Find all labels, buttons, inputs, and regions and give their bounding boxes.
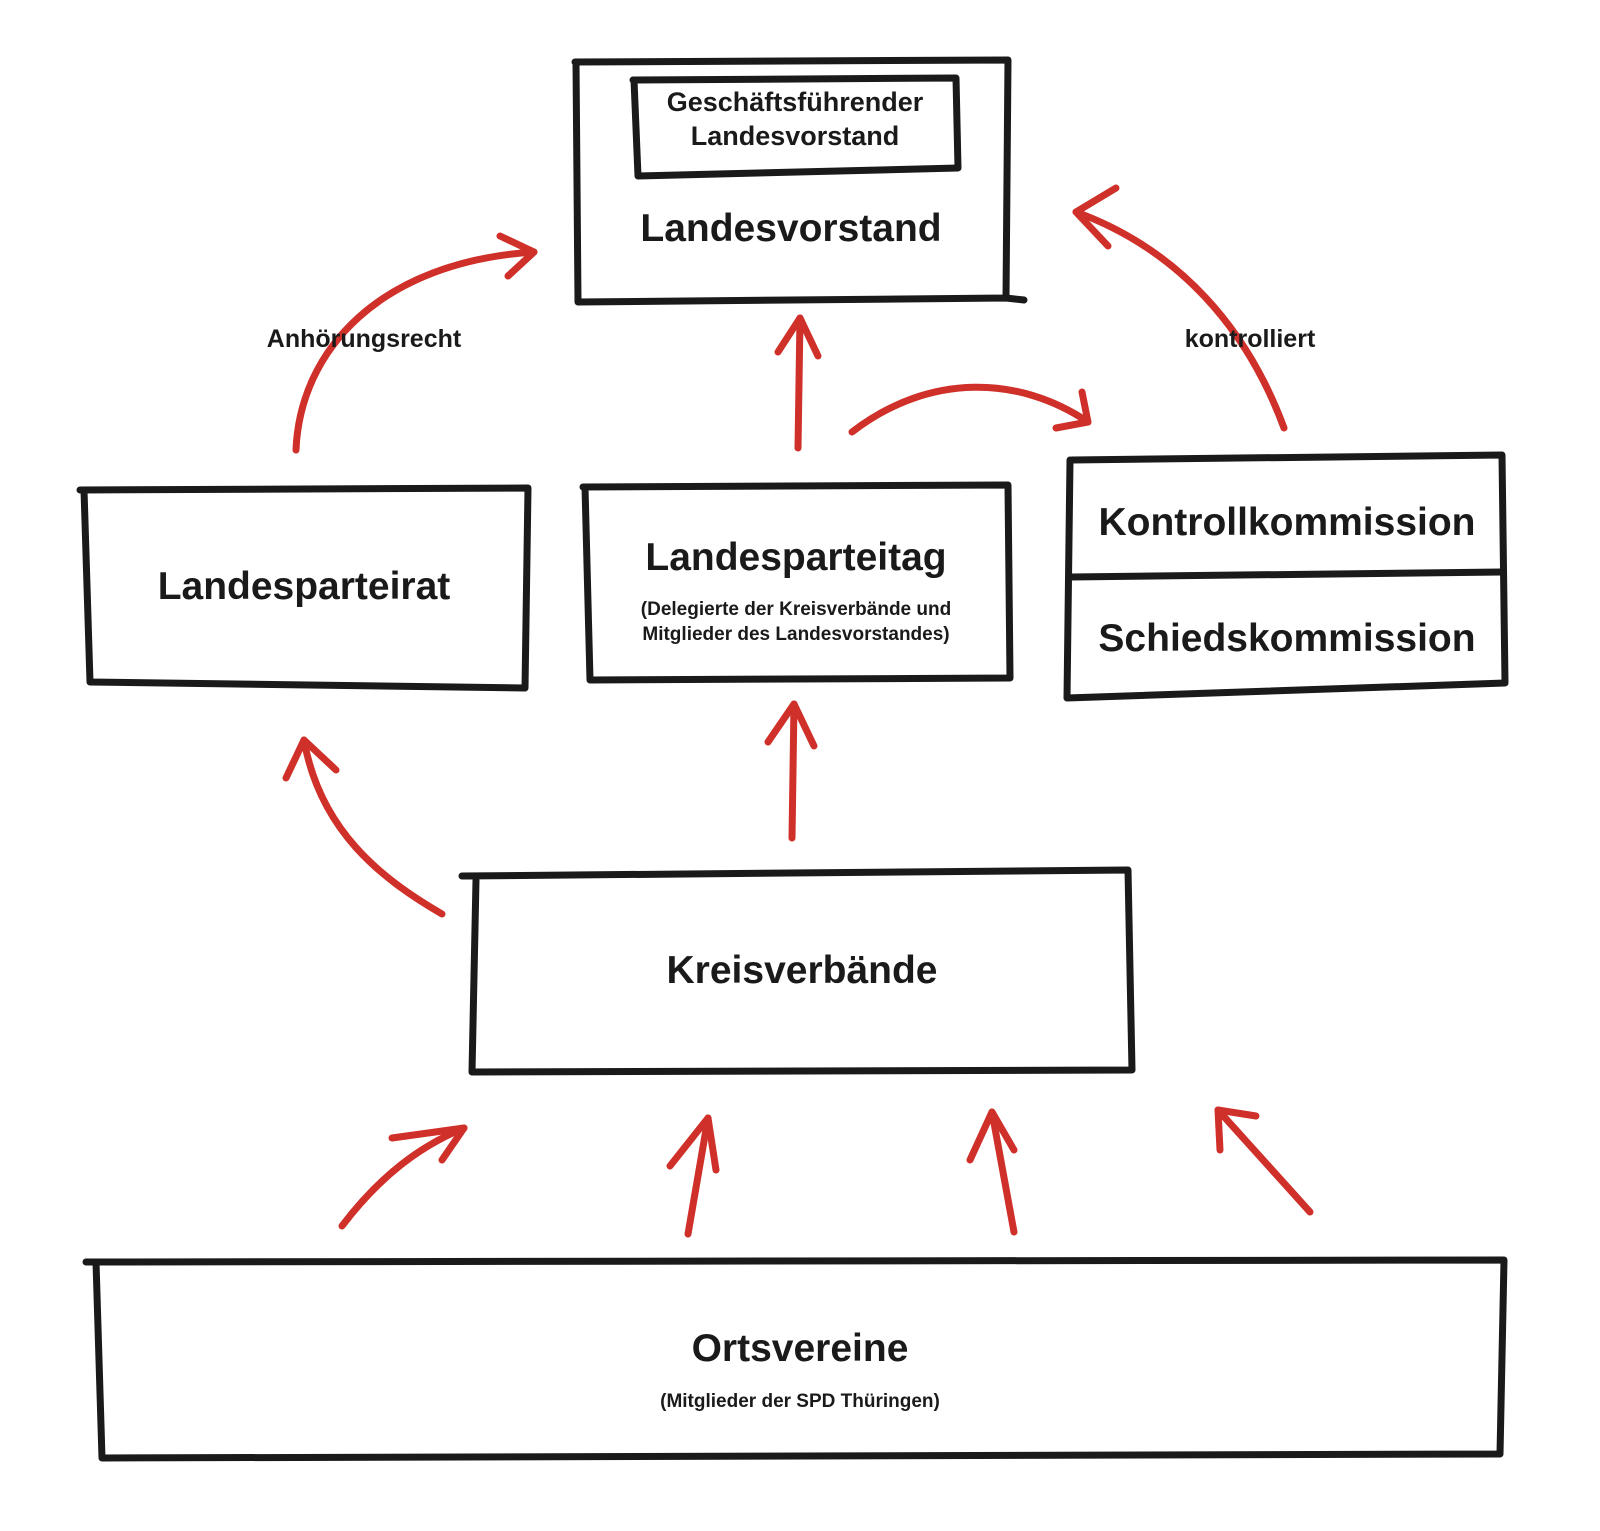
arrowhead-ov-4 bbox=[1214, 1106, 1260, 1154]
arrowhead-landesparteitag bbox=[764, 700, 818, 750]
kreisverbaende-title: Kreisverbände bbox=[666, 949, 938, 992]
landesvorstand-box bbox=[571, 56, 1028, 306]
landesparteitag-box bbox=[579, 481, 1014, 684]
arrowhead-ov-3 bbox=[966, 1108, 1018, 1164]
gf-landesvorstand-label: Geschäftsführender Landesvorstand bbox=[633, 86, 957, 154]
edge-label-kontrolliert: kontrolliert bbox=[1184, 325, 1316, 353]
arrow-landesparteirat-to-landesvorstand bbox=[292, 248, 538, 454]
gf-landesvorstand-line1: Geschäftsführender bbox=[666, 87, 924, 117]
arrowhead-ov-1 bbox=[388, 1124, 468, 1164]
landesparteirat-title: Landesparteirat bbox=[157, 565, 451, 608]
arrowhead-ov-2 bbox=[666, 1114, 720, 1174]
edge-label-anhoerungsrecht: Anhörungsrecht bbox=[266, 325, 462, 353]
arrowhead-anhoerungsrecht bbox=[496, 232, 538, 280]
arrow-ortsvereine-to-kreisverbaende-2 bbox=[684, 1114, 712, 1238]
gf-landesvorstand-line2: Landesvorstand bbox=[690, 120, 900, 151]
gf-landesvorstand-box bbox=[629, 74, 962, 180]
arrow-ortsvereine-to-kreisverbaende-3 bbox=[988, 1108, 1018, 1236]
arrowhead-landesparteirat bbox=[282, 736, 340, 782]
kontrollkommission-title: Kontrollkommission bbox=[1098, 501, 1476, 544]
landesparteitag-note-line1: (Delegierte der Kreisverbände und bbox=[640, 599, 952, 620]
arrow-ortsvereine-to-kreisverbaende-1 bbox=[338, 1124, 468, 1230]
arrow-ortsvereine-to-kreisverbaende-4 bbox=[1214, 1106, 1314, 1216]
arrow-kreisverbaende-to-landesparteirat bbox=[300, 736, 446, 918]
ortsvereine-box bbox=[82, 1256, 1508, 1462]
landesparteitag-title: Landesparteitag bbox=[645, 536, 947, 579]
arrowhead-landesvorstand-center bbox=[774, 314, 822, 360]
arrow-kommissionen-to-landesvorstand bbox=[1072, 208, 1288, 432]
landesparteirat-box bbox=[76, 484, 532, 692]
arrowhead-kontrolliert bbox=[1072, 184, 1120, 250]
arrowhead-kommissionen bbox=[1052, 388, 1092, 432]
landesparteitag-note: (Delegierte der Kreisverbände und Mitgli… bbox=[584, 598, 1008, 647]
arrow-kreisverbaende-to-landesparteitag bbox=[788, 700, 798, 842]
kreisverbaende-box bbox=[458, 866, 1136, 1076]
ortsvereine-note: (Mitglieder der SPD Thüringen) bbox=[660, 1391, 940, 1412]
kommissionen-divider bbox=[1067, 568, 1506, 581]
landesvorstand-title: Landesvorstand bbox=[640, 207, 942, 250]
arrow-landesparteitag-to-kommissionen bbox=[848, 383, 1092, 436]
schiedskommission-title: Schiedskommission bbox=[1098, 617, 1476, 660]
kommissionen-box bbox=[1063, 451, 1509, 702]
ortsvereine-title: Ortsvereine bbox=[691, 1327, 909, 1370]
arrow-landesparteitag-to-landesvorstand bbox=[794, 314, 804, 452]
landesparteitag-note-line2: Mitglieder des Landesvorstandes) bbox=[642, 623, 950, 645]
